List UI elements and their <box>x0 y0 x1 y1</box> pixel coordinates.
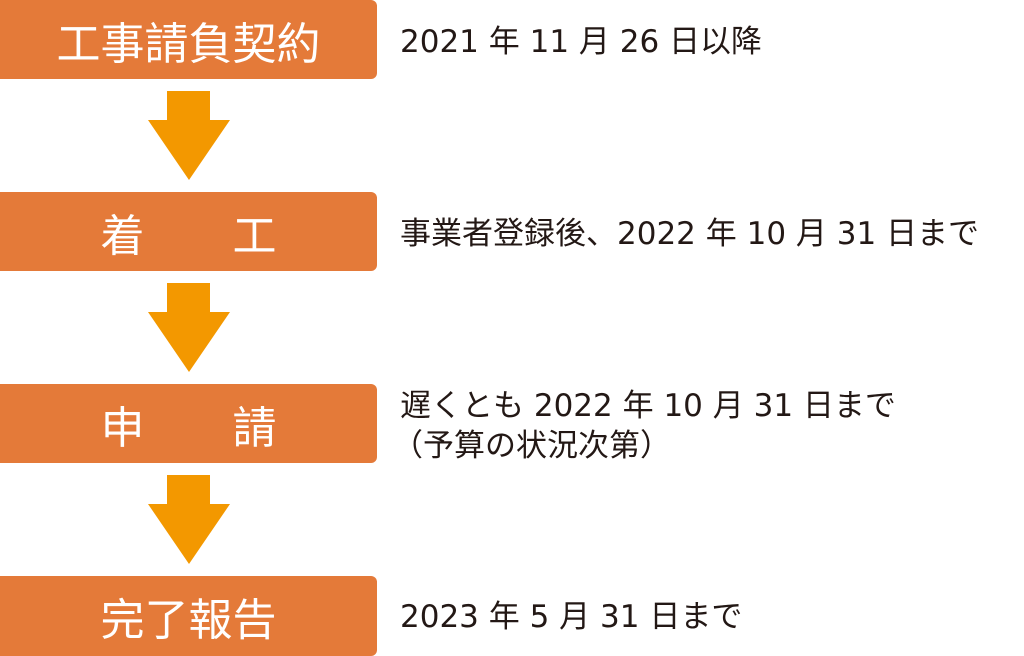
down-arrow-icon <box>148 91 230 180</box>
step-desc-apply: 遅くとも 2022 年 10 月 31 日まで <box>400 388 896 424</box>
step-desc-start: 事業者登録後、2022 年 10 月 31 日まで <box>400 216 980 252</box>
down-arrow-icon <box>148 283 230 372</box>
step-desc-contract: 2021 年 11 月 26 日以降 <box>400 24 763 60</box>
step-note-apply: （予算の状況次第） <box>392 428 671 464</box>
step-box-report: 完了報告 <box>0 576 377 656</box>
step-desc-report: 2023 年 5 月 31 日まで <box>400 599 743 635</box>
step-box-contract: 工事請負契約 <box>0 0 377 79</box>
step-box-apply: 申 請 <box>0 384 377 463</box>
step-box-start: 着 工 <box>0 192 377 271</box>
down-arrow-icon <box>148 475 230 564</box>
